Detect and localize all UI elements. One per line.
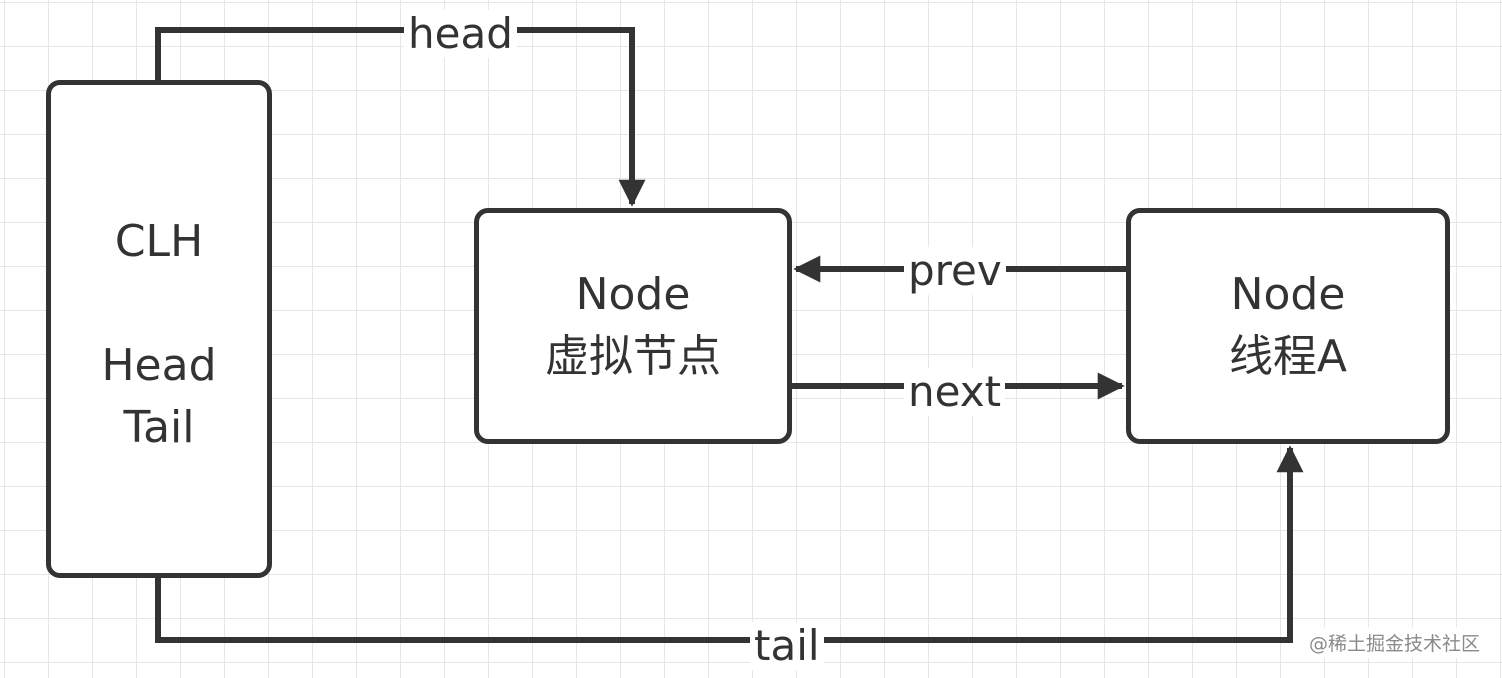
thread-node-desc: 线程A — [1228, 331, 1348, 382]
head-edge-label: head — [404, 10, 517, 58]
prev-edge-label: prev — [904, 247, 1006, 295]
clh-queue-box: CLH Head Tail — [46, 80, 272, 578]
tail-connector — [155, 445, 1304, 643]
virtual-node-box: Node 虚拟节点 — [474, 208, 792, 444]
virtual-node-desc: 虚拟节点 — [545, 331, 721, 382]
next-edge-label: next — [904, 368, 1006, 416]
thread-node-type: Node — [1230, 269, 1346, 320]
watermark: @稀土掘金技术社区 — [1304, 627, 1484, 658]
clh-tail-field: Tail — [123, 402, 195, 453]
clh-title: CLH — [114, 216, 204, 267]
head-connector — [155, 27, 646, 207]
virtual-node-type: Node — [575, 269, 691, 320]
clh-head-field: Head — [101, 340, 217, 391]
tail-edge-label: tail — [750, 622, 824, 670]
thread-node-box: Node 线程A — [1126, 208, 1450, 444]
